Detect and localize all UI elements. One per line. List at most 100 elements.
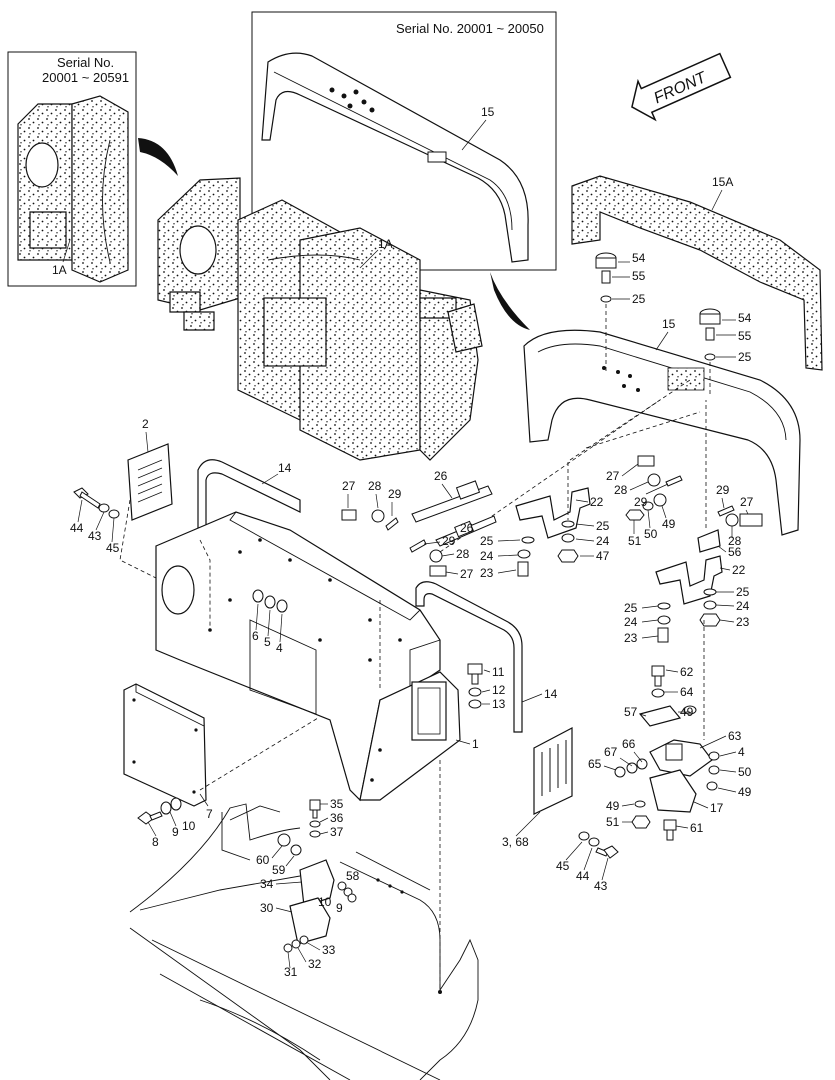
callout-17: 17 — [710, 801, 724, 815]
machine-frame — [129, 760, 479, 1080]
callout-66: 66 — [622, 737, 636, 751]
callout-50-upper: 50 — [644, 527, 658, 541]
callout-25-lower-r: 25 — [736, 585, 750, 599]
panel-7 — [123, 683, 207, 807]
callout-28-upper: 28 — [368, 479, 382, 493]
foam-15A — [571, 175, 823, 371]
callout-9-panel: 9 — [172, 825, 179, 839]
callout-61: 61 — [690, 821, 704, 835]
hardware-27-28-29-left — [341, 509, 399, 531]
bracket-22-upper — [515, 462, 591, 577]
hardware-29-27-28-far-right — [717, 505, 763, 527]
inset-top-arrow — [490, 272, 530, 330]
callout-14-lower: 14 — [544, 687, 558, 701]
callout-23-lower-r: 23 — [736, 615, 750, 629]
callout-25-right: 25 — [738, 350, 752, 364]
callout-12: 12 — [492, 683, 506, 697]
rods-26 — [411, 480, 497, 547]
callout-25-bracket-l: 25 — [480, 534, 494, 548]
callout-28-right-upper: 28 — [614, 483, 628, 497]
inset-top: Serial No. 20001 ~ 20050 15 — [251, 11, 557, 271]
callout-31: 31 — [284, 965, 298, 979]
callout-26-upper: 26 — [434, 469, 448, 483]
front-arrow: FRONT — [631, 52, 732, 122]
callout-22-upper: 22 — [590, 495, 604, 509]
inset-left-title-line2: 20001 ~ 20591 — [42, 70, 129, 85]
callout-27-far-right: 27 — [740, 495, 754, 509]
callout-8: 8 — [152, 835, 159, 849]
callout-49-latch-left: 49 — [606, 799, 620, 813]
callout-14-upper: 14 — [278, 461, 292, 475]
callout-30: 30 — [260, 901, 274, 915]
callout-49-upper: 49 — [662, 517, 676, 531]
callout-25-left: 25 — [632, 292, 646, 306]
hood-15 — [523, 329, 801, 536]
callout-1A: 1A — [378, 237, 393, 251]
callout-50-latch: 50 — [738, 765, 752, 779]
callout-36: 36 — [330, 811, 344, 825]
callout-45-upper: 45 — [106, 541, 120, 555]
callout-49-latch-right: 49 — [738, 785, 752, 799]
grille-3-68 — [533, 727, 573, 815]
callout-22-lower: 22 — [732, 563, 746, 577]
callout-6: 6 — [252, 629, 259, 643]
callout-27-lower: 27 — [460, 567, 474, 581]
callout-35: 35 — [330, 797, 344, 811]
callout-57: 57 — [624, 705, 638, 719]
callout-44-upper: 44 — [70, 521, 84, 535]
callout-60: 60 — [256, 853, 270, 867]
callout-28-lower: 28 — [456, 547, 470, 561]
bracket-22-lower — [655, 400, 723, 643]
callout-54-right: 54 — [738, 311, 752, 325]
callout-43-lower: 43 — [594, 879, 608, 893]
callout-3-68: 3, 68 — [502, 835, 529, 849]
callout-29-far-right: 29 — [716, 483, 730, 497]
callout-7: 7 — [206, 807, 213, 821]
callout-62: 62 — [680, 665, 694, 679]
foam-1A — [157, 177, 483, 461]
inset-left-part-label: 1A — [52, 263, 67, 277]
callout-56: 56 — [728, 545, 742, 559]
callout-11: 11 — [492, 665, 505, 679]
callout-15: 15 — [662, 317, 676, 331]
callout-23-lower-l: 23 — [624, 631, 638, 645]
callout-67: 67 — [604, 745, 618, 759]
inset-top-title: Serial No. 20001 ~ 20050 — [396, 21, 544, 36]
callout-4-body: 4 — [276, 641, 283, 655]
panel-2 — [127, 443, 173, 521]
callout-27-right-upper: 27 — [606, 469, 620, 483]
callout-24-lower-r: 24 — [736, 599, 750, 613]
callout-13: 13 — [492, 697, 506, 711]
callout-23-bracket-l: 23 — [480, 566, 494, 580]
callout-9-bracket: 9 — [336, 901, 343, 915]
hardware-stack-54-right — [699, 308, 721, 394]
callout-28-far-right: 28 — [728, 534, 742, 548]
callout-37: 37 — [330, 825, 344, 839]
callout-33: 33 — [322, 943, 336, 957]
callout-65: 65 — [588, 757, 602, 771]
bolt-8-9-10 — [137, 797, 182, 825]
callout-51-upper: 51 — [628, 534, 642, 548]
bolt-44-upper — [73, 487, 120, 519]
inset-top-part-label: 15 — [481, 105, 495, 119]
callout-15A: 15A — [712, 175, 733, 189]
callout-29-lower: 29 — [442, 534, 456, 548]
hardware-27-28-29-right — [625, 455, 683, 521]
callout-34: 34 — [260, 877, 274, 891]
callout-27-upper: 27 — [342, 479, 356, 493]
callout-54-left: 54 — [632, 251, 646, 265]
callout-47: 47 — [596, 549, 610, 563]
callout-4-latch: 4 — [738, 745, 745, 759]
callout-24-bracket-l: 24 — [480, 549, 494, 563]
callout-24-lower-l: 24 — [624, 615, 638, 629]
hardware-29-28-27-lower — [409, 539, 447, 577]
seal-14-upper — [197, 459, 301, 529]
callout-55-left: 55 — [632, 269, 646, 283]
callout-64: 64 — [680, 685, 694, 699]
seal-14-lower — [415, 581, 523, 733]
callout-1: 1 — [472, 737, 479, 751]
callout-29-right-upper: 29 — [634, 495, 648, 509]
callout-10-bracket: 10 — [318, 895, 332, 909]
callout-29-upper: 29 — [388, 487, 402, 501]
